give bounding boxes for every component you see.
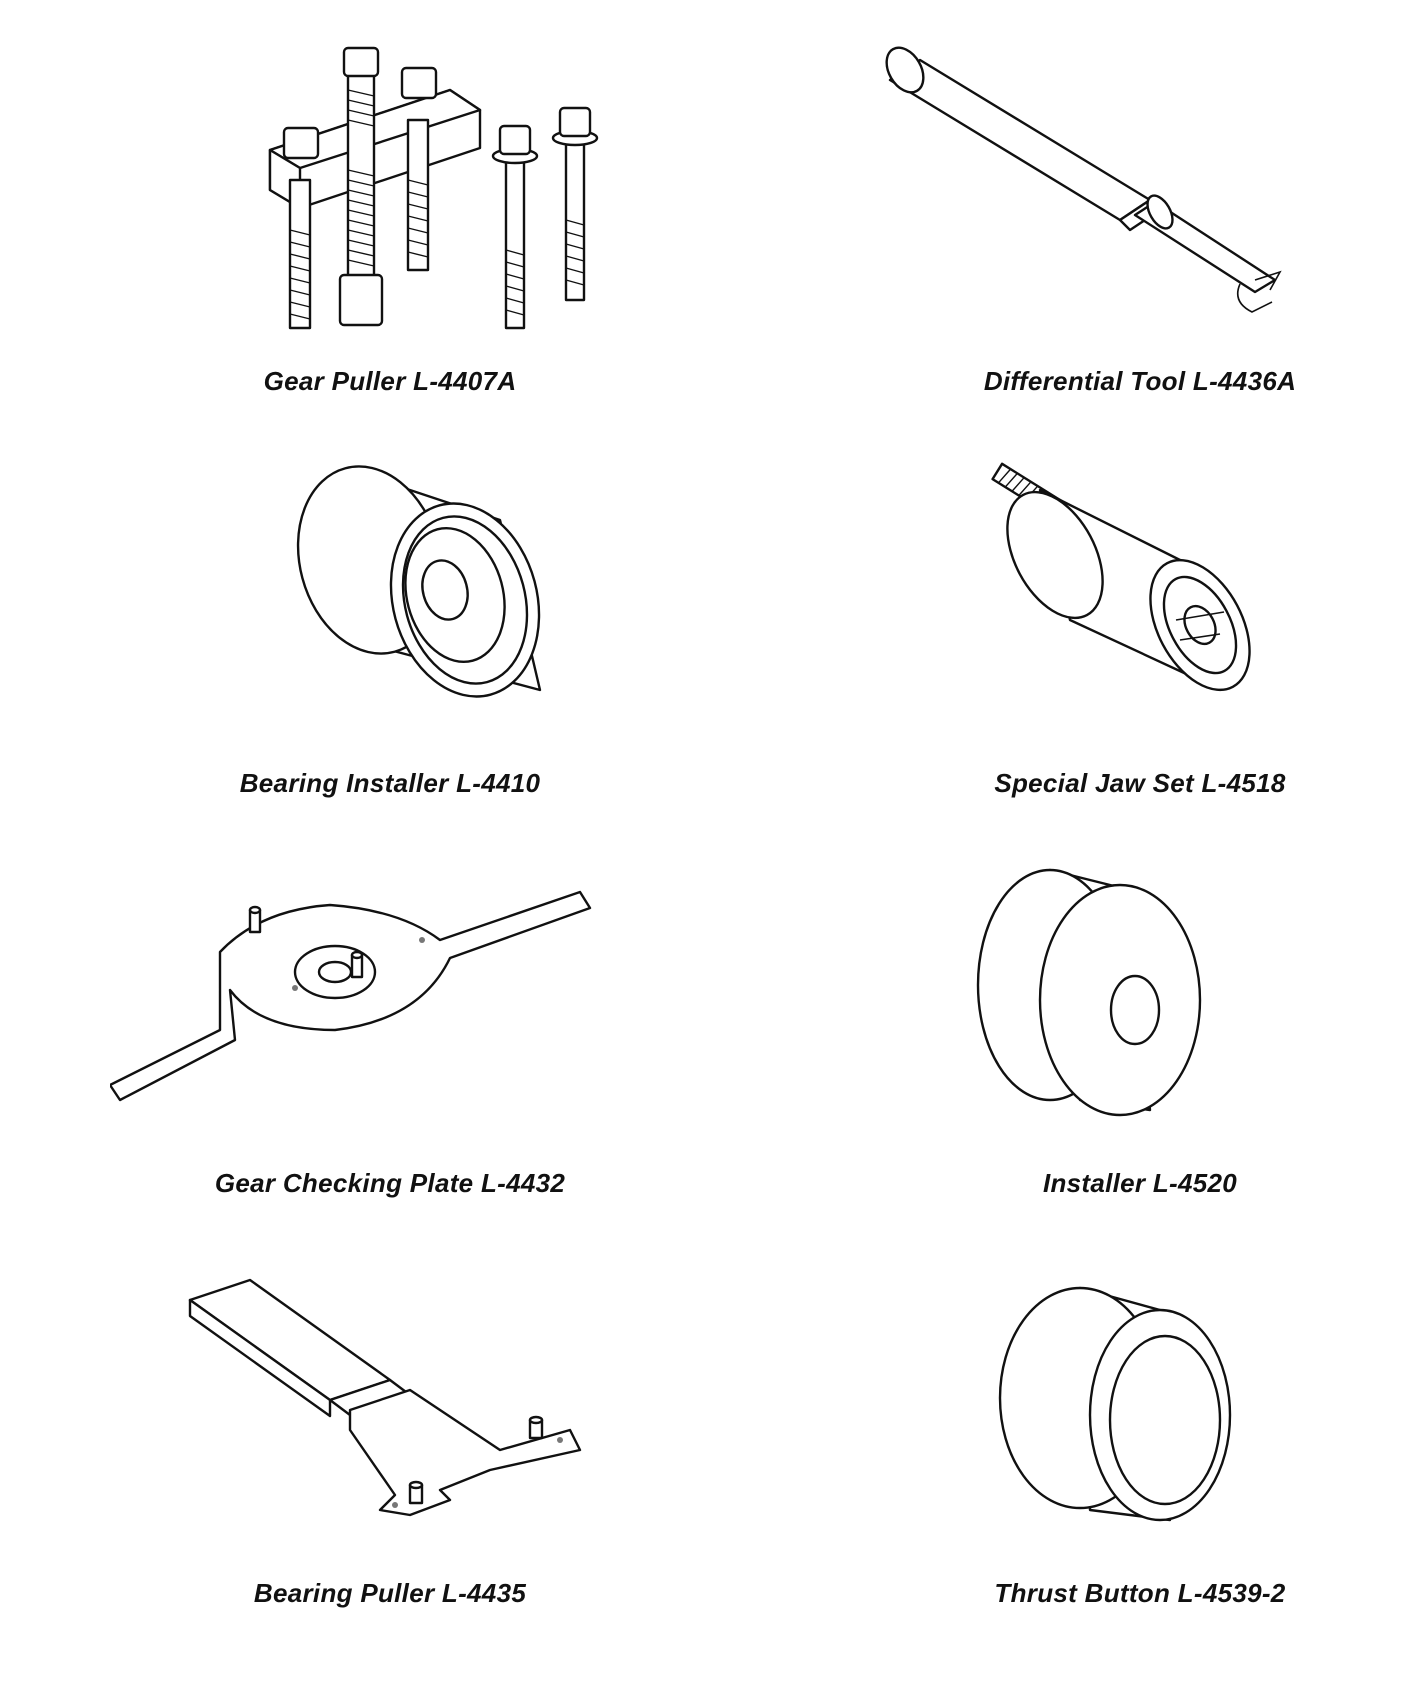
gear-checking-plate-icon [110,890,592,1102]
bearing-installer-icon [296,465,542,698]
caption-gear-checking-plate: Gear Checking Plate L-4432 [214,1168,566,1198]
bearing-installer-illustration [110,450,670,720]
caption-gear-puller: Gear Puller L-4407A [263,366,517,396]
caption-special-jaw-set: Special Jaw Set L-4518 [994,768,1286,798]
caption-bearing-puller: Bearing Puller L-4435 [253,1578,527,1608]
installer-illustration [860,860,1408,1130]
differential-tool-icon [885,46,1282,313]
gear-puller-icon [268,46,599,330]
differential-tool-illustration [800,40,1360,330]
thrust-button-icon [998,1286,1232,1522]
special-jaw-set-icon [991,462,1251,692]
caption-bearing-installer: Bearing Installer L-4410 [239,768,541,798]
thrust-button-illustration [860,1280,1408,1530]
caption-installer: Installer L-4520 [1042,1168,1238,1198]
bearing-puller-icon [188,1278,582,1517]
caption-thrust-button: Thrust Button L-4539-2 [994,1578,1286,1608]
bearing-puller-illustration [90,1260,650,1520]
gear-puller-illustration [110,30,670,340]
special-jaw-set-illustration [820,440,1380,730]
gear-checking-plate-illustration [90,880,650,1120]
caption-differential-tool: Differential Tool L-4436A [983,366,1297,396]
installer-icon [976,868,1202,1117]
